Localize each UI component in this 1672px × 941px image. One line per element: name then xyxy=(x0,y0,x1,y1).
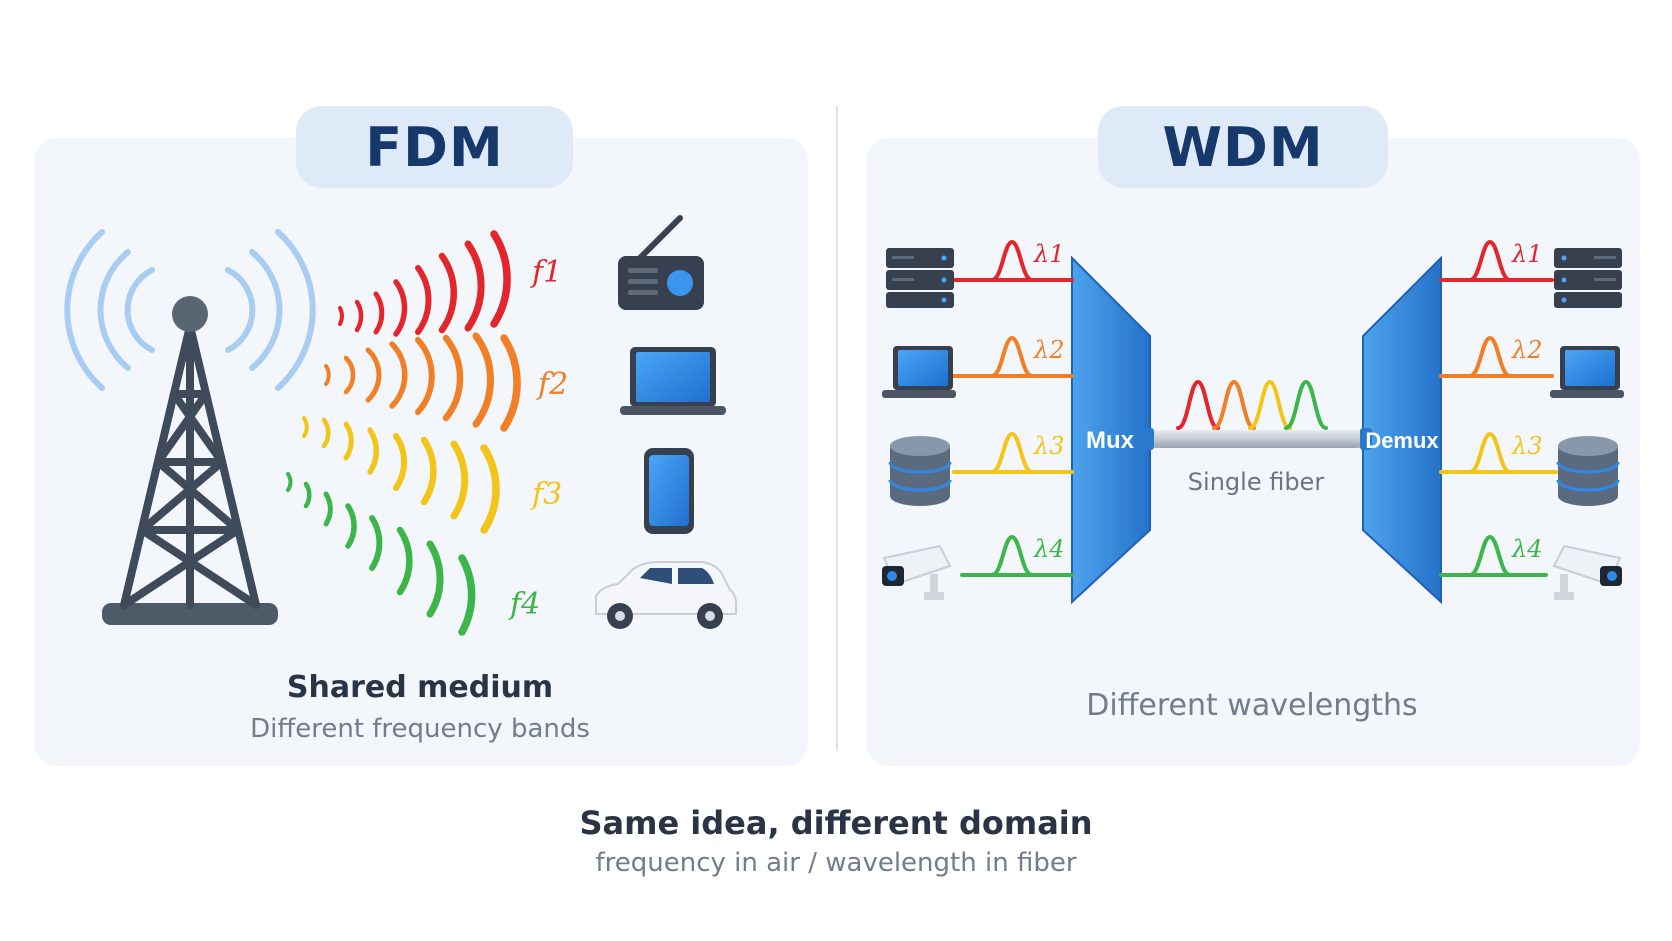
car-icon xyxy=(595,561,737,629)
freq-label-f2: f2 xyxy=(536,367,568,402)
tower-broadcast-arcs xyxy=(64,229,316,391)
wdm-panel xyxy=(866,138,1640,766)
fdm-caption-sub: Different frequency bands xyxy=(250,714,590,744)
server-icon xyxy=(886,248,954,308)
channel-line-right-1 xyxy=(1439,239,1554,282)
wave-band-f3 xyxy=(302,416,500,534)
server-icon xyxy=(1554,248,1622,308)
footer-main: Same idea, different domain xyxy=(579,804,1093,842)
wdm-caption: Different wavelengths xyxy=(1086,688,1418,723)
panel-divider xyxy=(836,106,838,751)
single-fiber-cable xyxy=(1142,428,1372,450)
wavelength-label-right-1: λ1 xyxy=(1511,240,1542,268)
laptop-icon xyxy=(1550,346,1624,398)
radio-icon xyxy=(618,215,704,310)
database-icon xyxy=(888,436,952,506)
channel-line-right-2 xyxy=(1439,335,1554,378)
wavelength-label-left-4: λ4 xyxy=(1033,535,1064,563)
channel-line-left-1 xyxy=(952,239,1074,282)
cell-tower-icon xyxy=(102,296,278,625)
freq-label-f4: f4 xyxy=(508,587,540,622)
security-camera-icon xyxy=(882,544,952,600)
channel-line-right-4 xyxy=(1439,534,1548,577)
wavelength-label-right-4: λ4 xyxy=(1511,535,1542,563)
wdm-title: WDM xyxy=(1098,106,1388,188)
channel-line-right-3 xyxy=(1439,431,1558,474)
wave-band-f2 xyxy=(324,332,521,432)
wavelength-label-right-3: λ3 xyxy=(1511,432,1542,460)
wavelength-label-right-2: λ2 xyxy=(1511,336,1542,364)
security-camera-icon xyxy=(1552,544,1622,600)
wavelength-label-left-3: λ3 xyxy=(1033,432,1064,460)
fiber-combined-peaks xyxy=(1176,379,1328,430)
mux-label: Mux xyxy=(1086,427,1135,454)
fdm-caption-main: Shared medium xyxy=(286,670,554,705)
channel-line-left-4 xyxy=(960,534,1074,577)
channel-line-left-3 xyxy=(952,431,1074,474)
freq-label-f3: f3 xyxy=(530,477,562,512)
database-icon xyxy=(1556,436,1620,506)
demux-block xyxy=(1362,255,1442,605)
channel-line-left-2 xyxy=(952,335,1074,378)
wave-band-f1 xyxy=(338,230,511,337)
mux-block xyxy=(1071,255,1151,605)
fdm-title: FDM xyxy=(296,106,573,188)
footer-sub: frequency in air / wavelength in fiber xyxy=(595,848,1077,878)
wavelength-label-left-1: λ1 xyxy=(1033,240,1064,268)
laptop-icon xyxy=(620,347,726,415)
laptop-icon xyxy=(882,346,956,398)
demux-label: Demux xyxy=(1365,428,1439,453)
freq-label-f1: f1 xyxy=(530,255,562,290)
wavelength-label-left-2: λ2 xyxy=(1033,336,1064,364)
fiber-label: Single fiber xyxy=(1188,468,1325,496)
smartphone-icon xyxy=(644,448,694,534)
wave-band-f4 xyxy=(286,472,476,636)
